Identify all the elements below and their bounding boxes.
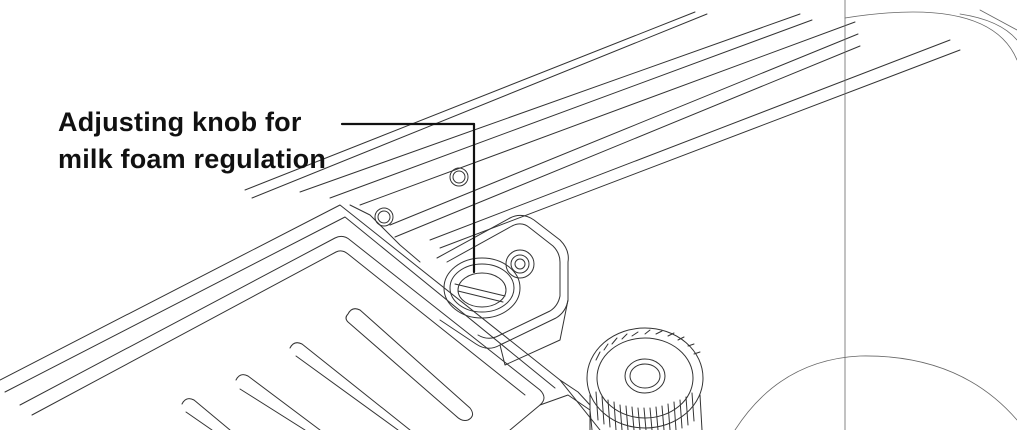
knurled-wheel-icon xyxy=(586,327,704,430)
construction-lines xyxy=(734,0,1017,430)
callout-label: Adjusting knob for milk foam regulation xyxy=(58,104,326,178)
adjusting-knob-icon xyxy=(443,249,535,319)
callout-leader-line xyxy=(340,122,476,274)
drip-tray xyxy=(0,204,601,430)
callout-label-line1: Adjusting knob for xyxy=(58,107,302,137)
screw-holes xyxy=(374,167,469,227)
knob-housing xyxy=(436,214,569,366)
machine-rail-lines xyxy=(244,11,961,249)
callout-label-line2: milk foam regulation xyxy=(58,144,327,174)
drip-tray-slots xyxy=(181,308,474,430)
